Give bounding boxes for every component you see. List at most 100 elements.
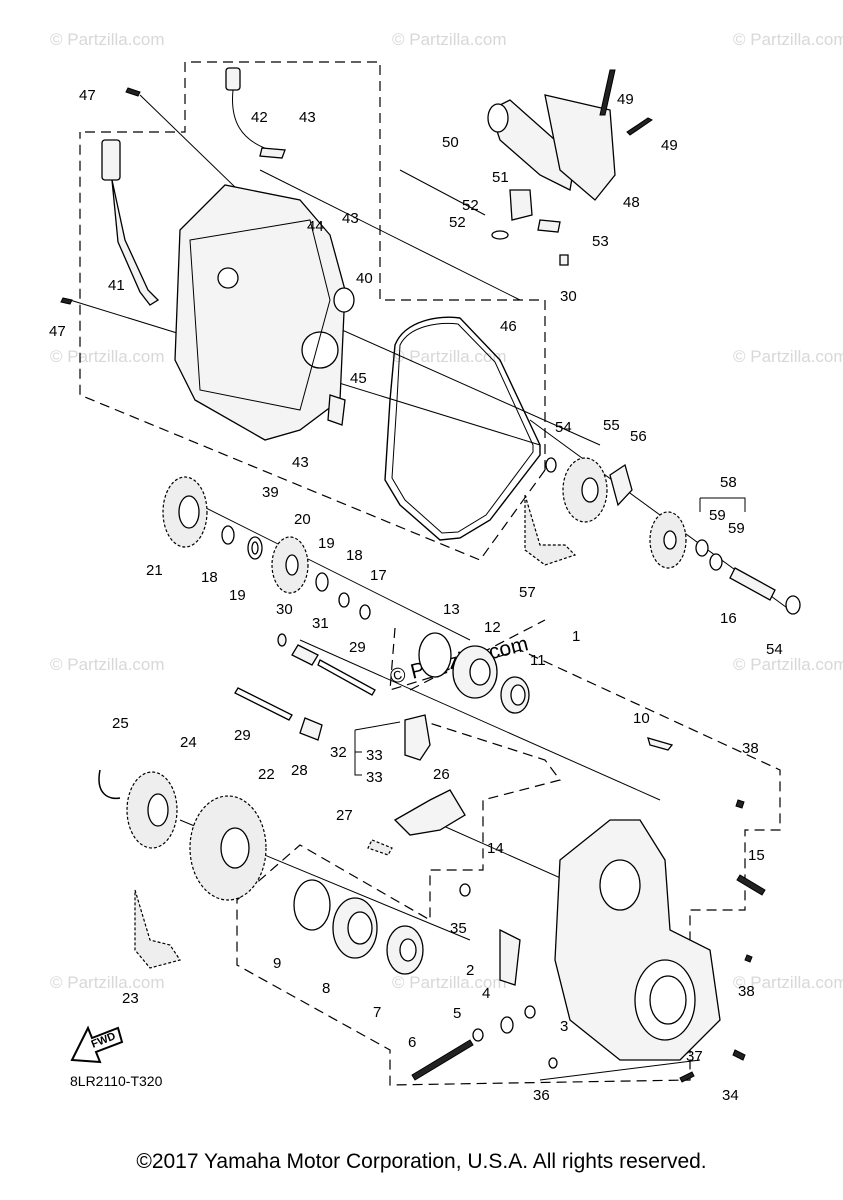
bearing-set [418,632,530,714]
watermark-text: © Partzilla.com [392,973,507,992]
callout-number: 31 [312,615,329,632]
case-group-outline-top [409,619,546,691]
fasteners [60,69,766,1083]
callout-number: 56 [630,428,647,445]
callout-number: 59 [728,520,745,537]
callout-number: 33 [366,747,383,764]
forward-direction-arrow: FWD [70,1025,124,1064]
callout-number: 1 [572,628,580,645]
callout-number: 13 [443,601,460,618]
callout-number: 52 [462,197,479,214]
callout-number: 19 [229,587,246,604]
callout-number: 43 [292,454,309,471]
callout-number: 26 [433,766,450,783]
callout-number: 18 [346,547,363,564]
callout-number: 41 [108,277,125,294]
callout-number: 58 [720,474,737,491]
callout-number: 37 [686,1048,703,1065]
callout-number: 5 [453,1005,461,1022]
callout-number: 49 [661,137,678,154]
crankcase-cover [174,184,346,441]
watermark-text: © Partzilla.com [392,30,507,49]
shift-lever [393,789,466,836]
callout-number: 47 [79,87,96,104]
callout-number: 39 [262,484,279,501]
callout-brackets [354,497,746,776]
callout-number: 43 [342,210,359,227]
main-case [499,819,721,1061]
callout-number: 48 [623,194,640,211]
callout-number: 28 [291,762,308,779]
callout-number: 24 [180,734,197,751]
actuator-motor [487,94,616,240]
callout-number: 21 [146,562,163,579]
callout-number: 54 [766,641,783,658]
cover-group-outline [79,61,546,561]
watermark-text: © Partzilla.com [733,30,843,49]
watermark-text: © Partzilla.com [733,347,843,366]
callout-number: 7 [373,1004,381,1021]
callout-number: 23 [122,990,139,1007]
watermark-text: © Partzilla.com [50,973,165,992]
callout-number: 15 [748,847,765,864]
callout-number: 10 [633,710,650,727]
case-group-outline [236,627,781,1086]
callout-number: 51 [492,169,509,186]
callout-number: 29 [234,727,251,744]
watermark-text: © Partzilla.com [392,347,507,366]
callout-number: 2 [466,962,474,979]
leader-lines [69,94,791,1081]
callout-number: 17 [370,567,387,584]
return-spring [367,839,393,856]
callout-number: 50 [442,134,459,151]
sensor [225,67,286,159]
callout-number: 12 [484,619,501,636]
callout-number: 6 [408,1034,416,1051]
callout-number: 34 [722,1087,739,1104]
lower-gear-set [98,769,267,901]
callout-number: 3 [560,1018,568,1035]
watermark-text: © Partzilla.com [50,655,165,674]
callout-number: 43 [299,109,316,126]
callout-number: 32 [330,744,347,761]
callout-number: 29 [349,639,366,656]
sprocket-set [545,457,801,615]
watermark-text: © Partzilla.com [50,30,165,49]
callout-number: 40 [356,270,373,287]
callout-number: 35 [450,920,467,937]
gear-set [162,476,371,620]
callout-number: 4 [482,985,490,1002]
callout-number: 47 [49,323,66,340]
diagram-code: 8LR2110-T320 [70,1073,163,1089]
callout-number: 18 [201,569,218,586]
callout-number: 11 [530,652,546,669]
drive-chain [134,889,181,969]
callout-number: 59 [709,507,726,524]
callout-number: 30 [560,288,577,305]
wire-harness [101,139,160,306]
callout-number: 25 [112,715,129,732]
shift-fork [404,714,431,761]
callout-number: 22 [258,766,275,783]
callout-number: 45 [350,370,367,387]
callout-number: 36 [533,1087,550,1104]
drive-chain [524,494,577,566]
seal-set [293,879,424,975]
callout-numbers: 1 2 3 4 5 6 7 8 9 10 11 12 13 14 15 16 1… [49,87,783,1104]
callout-number: 9 [273,955,281,972]
callout-number: 54 [555,419,572,436]
shaft-set [234,633,376,741]
cover-gasket [384,316,541,541]
callout-number: 49 [617,91,634,108]
callout-number: 33 [366,769,383,786]
callout-number: 55 [603,417,620,434]
callout-number: 20 [294,511,311,528]
callout-number: 53 [592,233,609,250]
callout-number: 46 [500,318,517,335]
copyright-notice: ©2017 Yamaha Motor Corporation, U.S.A. A… [136,1150,707,1173]
callout-number: 8 [322,980,330,997]
callout-number: 57 [519,584,536,601]
callout-number: 27 [336,807,353,824]
